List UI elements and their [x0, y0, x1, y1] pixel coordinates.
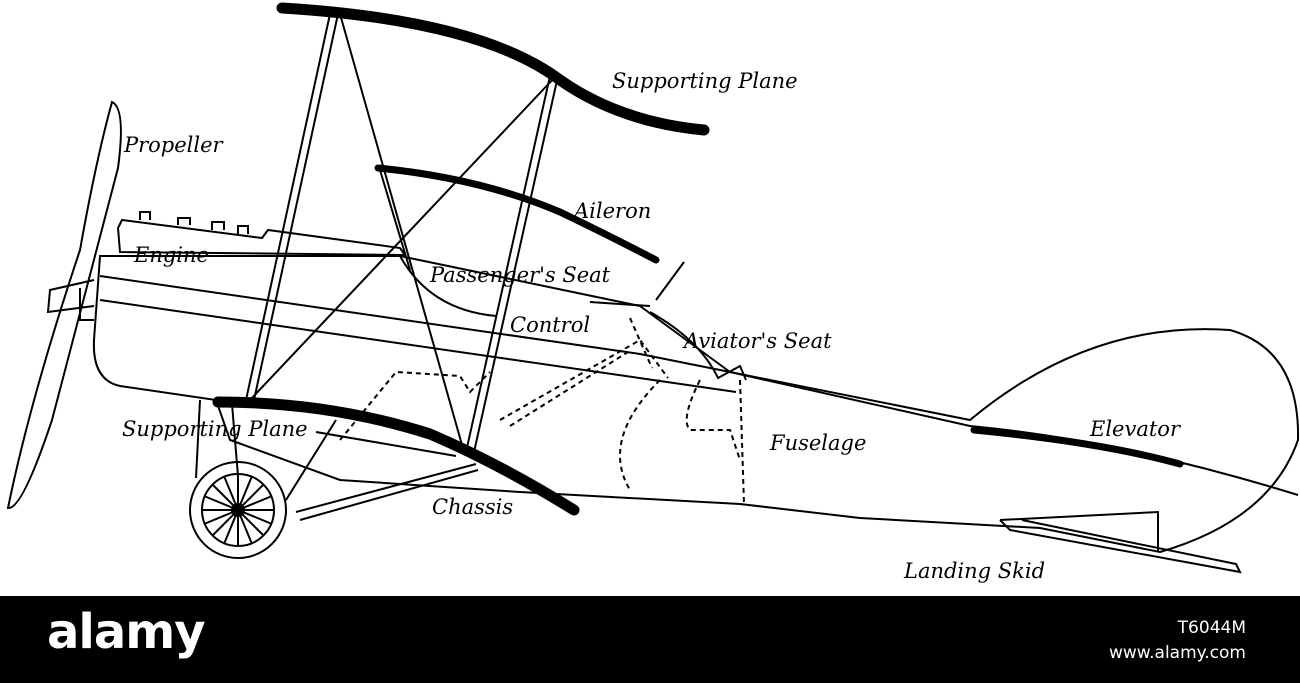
control-dashed: [339, 317, 745, 505]
label-supporting-plane-top: Supporting Plane: [612, 69, 798, 93]
label-control: Control: [510, 313, 590, 337]
top-wing: [276, 2, 710, 136]
watermark-bar: alamy T6044M www.alamy.com: [0, 596, 1300, 683]
engine-blocks: [116, 218, 407, 257]
label-aileron: Aileron: [572, 199, 651, 223]
alamy-logo: alamy: [47, 604, 206, 660]
label-propeller: Propeller: [123, 133, 225, 157]
landing-skid: [999, 510, 1242, 574]
elevator-wing: [970, 426, 1184, 468]
site-url: www.alamy.com: [1108, 643, 1246, 663]
label-supporting-plane-bottom: Supporting Plane: [122, 417, 308, 441]
label-engine: Engine: [133, 243, 209, 267]
wheel: [189, 461, 287, 559]
label-aviators-seat: Aviator's Seat: [682, 329, 832, 353]
label-fuselage: Fuselage: [769, 431, 866, 455]
aviator-seat: [649, 311, 747, 381]
fuselage-outline: [92, 255, 1300, 554]
chassis: [195, 399, 479, 521]
label-chassis: Chassis: [432, 495, 513, 519]
bottom-wing: [212, 396, 580, 516]
label-passengers-seat: Passenger's Seat: [429, 263, 611, 287]
airplane-diagram: Supporting Plane Propeller Aileron Engin…: [6, 2, 1300, 583]
passenger-seat: [399, 255, 497, 317]
aileron-wing: [374, 164, 660, 264]
label-landing-skid: Landing Skid: [903, 559, 1045, 583]
image-id: T6044M: [1177, 618, 1246, 638]
struts: [245, 13, 559, 453]
propeller-blade: [6, 100, 122, 509]
label-elevator: Elevator: [1089, 417, 1182, 441]
